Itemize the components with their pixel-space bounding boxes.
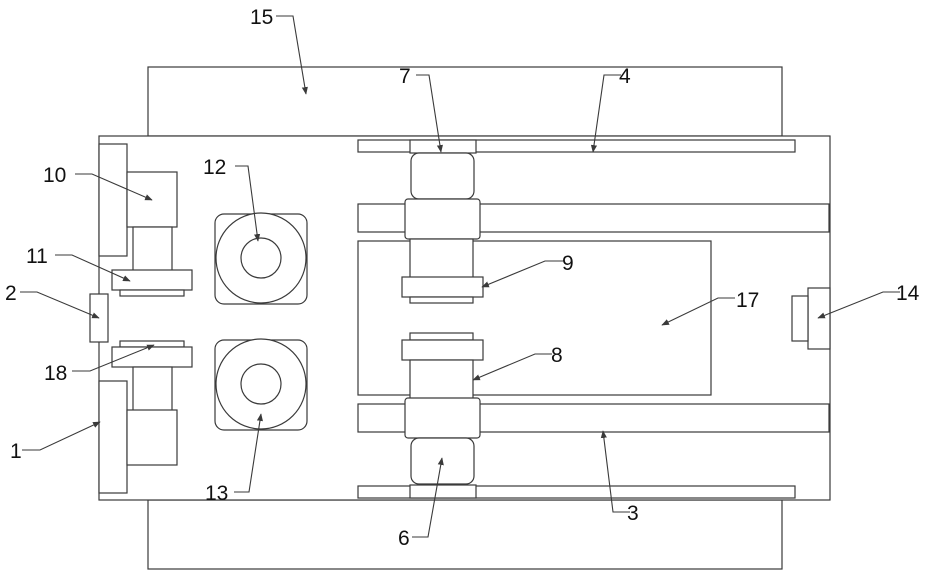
- lower-column-top: [410, 333, 473, 340]
- lower-column: [410, 360, 473, 400]
- label-11: 11: [26, 245, 48, 268]
- label-2: 2: [5, 282, 17, 305]
- label-17: 17: [736, 289, 759, 312]
- label-1: 1: [10, 440, 22, 463]
- top-wheel-cap: [410, 140, 476, 153]
- label-7: 7: [399, 65, 411, 88]
- label-10: 10: [43, 164, 66, 187]
- lower-shaft: [133, 367, 172, 411]
- upper-column-base: [410, 297, 473, 303]
- label-13: 13: [205, 482, 228, 505]
- upper-column-collar: [405, 199, 480, 239]
- upper-gear-base: [120, 290, 184, 296]
- top-wheel: [411, 153, 474, 199]
- left-plate-upper: [99, 144, 127, 256]
- label-15: 15: [250, 6, 273, 29]
- leader-2: [20, 292, 99, 318]
- label-3: 3: [627, 502, 639, 525]
- lower-roller-inner: [241, 364, 281, 404]
- right-sensor-housing: [808, 288, 830, 349]
- upper-shaft: [133, 227, 172, 271]
- leader-1: [22, 422, 100, 450]
- label-8: 8: [551, 344, 563, 367]
- label-12: 12: [203, 156, 226, 179]
- label-9: 9: [562, 252, 574, 275]
- upper-roller-inner: [241, 238, 281, 278]
- lower-column-collar: [405, 398, 480, 438]
- upper-gear: [112, 270, 192, 290]
- bottom-wheel: [411, 438, 474, 484]
- label-18: 18: [44, 362, 67, 385]
- bottom-plate: [148, 500, 782, 569]
- left-plate-lower: [99, 381, 127, 493]
- lower-column-flange: [402, 340, 483, 360]
- bottom-wheel-cap: [410, 485, 476, 498]
- right-sensor: [792, 296, 808, 341]
- label-6: 6: [398, 527, 410, 550]
- upper-column-flange: [402, 277, 483, 297]
- lower-motor: [127, 410, 177, 465]
- upper-column: [410, 239, 473, 278]
- label-14: 14: [896, 282, 920, 305]
- label-4: 4: [619, 65, 631, 88]
- top-plate: [148, 67, 782, 136]
